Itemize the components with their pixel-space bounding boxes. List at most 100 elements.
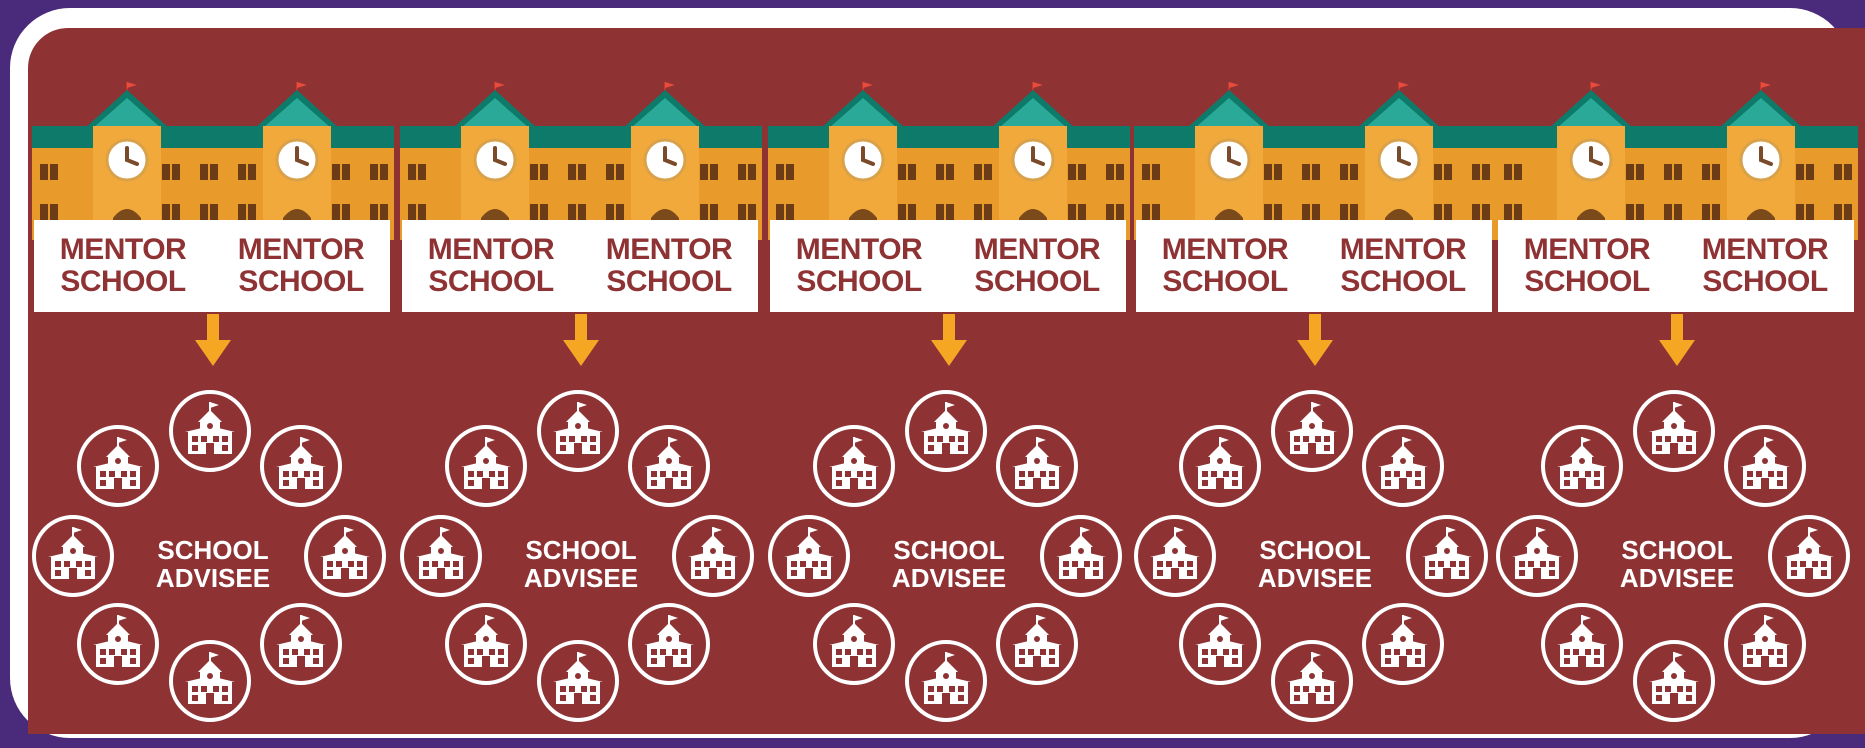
mentor-label-left: MENTOR SCHOOL bbox=[1136, 220, 1314, 312]
mentor-label-right: MENTOR SCHOOL bbox=[212, 220, 390, 312]
mentor-label-left: MENTOR SCHOOL bbox=[1498, 220, 1676, 312]
mentor-label-line1: MENTOR bbox=[1701, 233, 1829, 266]
schoolhouse-icon bbox=[30, 513, 116, 599]
mentor-label-line2: SCHOOL bbox=[606, 265, 732, 298]
schoolhouse-icon bbox=[535, 388, 621, 474]
advisee-ring: SCHOOL ADVISEE bbox=[398, 388, 764, 734]
mentor-group-4: MENTOR SCHOOL MENTOR SCHOOL SCHOOL ADVIS… bbox=[1132, 28, 1498, 734]
mentor-label-line1: MENTOR bbox=[973, 233, 1101, 266]
schoolhouse-icon bbox=[1360, 601, 1446, 687]
advisee-ring: SCHOOL ADVISEE bbox=[30, 388, 396, 734]
schoolhouse-icon bbox=[258, 601, 344, 687]
schoolhouse-icon bbox=[258, 423, 344, 509]
schoolhouse-icon bbox=[167, 638, 253, 724]
schoolhouse-icon bbox=[766, 513, 852, 599]
schoolhouse-icon bbox=[626, 601, 712, 687]
mentor-label-line1: MENTOR bbox=[795, 233, 923, 266]
schoolhouse-icon bbox=[1269, 638, 1355, 724]
schoolhouse-icon bbox=[1177, 423, 1263, 509]
advisee-label: SCHOOL ADVISEE bbox=[498, 536, 664, 592]
schoolhouse-icon bbox=[1631, 388, 1717, 474]
advisee-label: SCHOOL ADVISEE bbox=[130, 536, 296, 592]
schoolhouse-icon bbox=[75, 601, 161, 687]
mentor-label-box: MENTOR SCHOOL MENTOR SCHOOL bbox=[1498, 220, 1854, 312]
schoolhouse-icon bbox=[302, 513, 388, 599]
mentor-school-building-icon bbox=[400, 82, 762, 240]
mentor-label-line1: MENTOR bbox=[1339, 233, 1467, 266]
advisee-label-line1: SCHOOL bbox=[1259, 535, 1371, 565]
advisee-label: SCHOOL ADVISEE bbox=[1232, 536, 1398, 592]
mentor-label-left: MENTOR SCHOOL bbox=[402, 220, 580, 312]
mentor-label-line1: MENTOR bbox=[59, 233, 187, 266]
advisee-label-line2: ADVISEE bbox=[1619, 563, 1735, 593]
advisee-label-line1: SCHOOL bbox=[157, 535, 269, 565]
mentor-label-line2: SCHOOL bbox=[796, 265, 922, 298]
mentor-label-line2: SCHOOL bbox=[1340, 265, 1466, 298]
mentor-group-2: MENTOR SCHOOL MENTOR SCHOOL SCHOOL ADVIS… bbox=[398, 28, 764, 734]
advisee-ring: SCHOOL ADVISEE bbox=[1494, 388, 1860, 734]
schoolhouse-icon bbox=[1132, 513, 1218, 599]
mentor-group-5: MENTOR SCHOOL MENTOR SCHOOL SCHOOL ADVIS… bbox=[1494, 28, 1860, 734]
schoolhouse-icon bbox=[1038, 513, 1124, 599]
mentor-label-line2: SCHOOL bbox=[428, 265, 554, 298]
schoolhouse-icon bbox=[626, 423, 712, 509]
mentor-label-left: MENTOR SCHOOL bbox=[770, 220, 948, 312]
mentor-label-right: MENTOR SCHOOL bbox=[580, 220, 758, 312]
schoolhouse-icon bbox=[670, 513, 756, 599]
schoolhouse-icon bbox=[1269, 388, 1355, 474]
schoolhouse-icon bbox=[1766, 513, 1852, 599]
mentor-label-line1: MENTOR bbox=[1161, 233, 1289, 266]
mentor-label-box: MENTOR SCHOOL MENTOR SCHOOL bbox=[770, 220, 1126, 312]
mentor-group-3: MENTOR SCHOOL MENTOR SCHOOL SCHOOL ADVIS… bbox=[766, 28, 1132, 734]
advisee-ring: SCHOOL ADVISEE bbox=[1132, 388, 1498, 734]
mentor-label-box: MENTOR SCHOOL MENTOR SCHOOL bbox=[34, 220, 390, 312]
schoolhouse-icon bbox=[994, 423, 1080, 509]
advisee-label-line2: ADVISEE bbox=[523, 563, 639, 593]
mentor-school-building-icon bbox=[1496, 82, 1858, 240]
schoolhouse-icon bbox=[443, 423, 529, 509]
mentor-label-right: MENTOR SCHOOL bbox=[1676, 220, 1854, 312]
mentor-label-right: MENTOR SCHOOL bbox=[948, 220, 1126, 312]
advisee-label: SCHOOL ADVISEE bbox=[866, 536, 1032, 592]
schoolhouse-icon bbox=[903, 388, 989, 474]
schoolhouse-icon bbox=[1404, 513, 1490, 599]
schoolhouse-icon bbox=[1177, 601, 1263, 687]
mentor-label-line2: SCHOOL bbox=[1524, 265, 1650, 298]
schoolhouse-icon bbox=[1722, 601, 1808, 687]
mentor-label-line2: SCHOOL bbox=[1162, 265, 1288, 298]
schoolhouse-icon bbox=[535, 638, 621, 724]
mentor-label-line2: SCHOOL bbox=[60, 265, 186, 298]
schoolhouse-icon bbox=[903, 638, 989, 724]
mentor-label-line1: MENTOR bbox=[1523, 233, 1651, 266]
advisee-label-line1: SCHOOL bbox=[1621, 535, 1733, 565]
mentor-label-left: MENTOR SCHOOL bbox=[34, 220, 212, 312]
schoolhouse-icon bbox=[167, 388, 253, 474]
advisee-label-line2: ADVISEE bbox=[1257, 563, 1373, 593]
mentor-label-right: MENTOR SCHOOL bbox=[1314, 220, 1492, 312]
mentor-label-line2: SCHOOL bbox=[238, 265, 364, 298]
schoolhouse-icon bbox=[1539, 601, 1625, 687]
mentor-school-building-icon bbox=[1134, 82, 1496, 240]
schoolhouse-icon bbox=[811, 423, 897, 509]
schoolhouse-icon bbox=[1494, 513, 1580, 599]
mentor-label-line1: MENTOR bbox=[427, 233, 555, 266]
diagram-panel: MENTOR SCHOOL MENTOR SCHOOL SCHOOL ADVIS… bbox=[28, 28, 1865, 734]
mentor-label-line2: SCHOOL bbox=[974, 265, 1100, 298]
mentor-school-building-icon bbox=[32, 82, 394, 240]
schoolhouse-icon bbox=[1631, 638, 1717, 724]
mentor-label-line1: MENTOR bbox=[237, 233, 365, 266]
advisee-ring: SCHOOL ADVISEE bbox=[766, 388, 1132, 734]
schoolhouse-icon bbox=[1360, 423, 1446, 509]
advisee-label: SCHOOL ADVISEE bbox=[1594, 536, 1760, 592]
schoolhouse-icon bbox=[75, 423, 161, 509]
advisee-label-line2: ADVISEE bbox=[891, 563, 1007, 593]
advisee-label-line1: SCHOOL bbox=[525, 535, 637, 565]
schoolhouse-icon bbox=[994, 601, 1080, 687]
mentor-label-line1: MENTOR bbox=[605, 233, 733, 266]
advisee-label-line1: SCHOOL bbox=[893, 535, 1005, 565]
mentor-school-building-icon bbox=[768, 82, 1130, 240]
schoolhouse-icon bbox=[443, 601, 529, 687]
schoolhouse-icon bbox=[811, 601, 897, 687]
mentor-label-box: MENTOR SCHOOL MENTOR SCHOOL bbox=[1136, 220, 1492, 312]
schoolhouse-icon bbox=[398, 513, 484, 599]
